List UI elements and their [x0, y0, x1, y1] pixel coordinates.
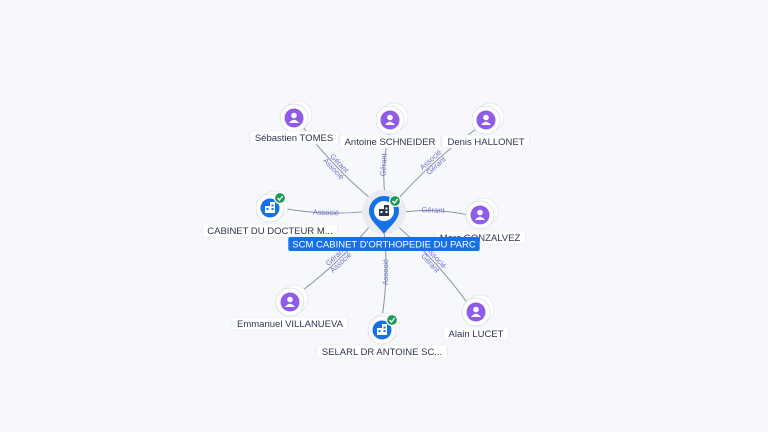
- building-icon: [265, 202, 275, 213]
- building-icon: [377, 324, 387, 335]
- person-node-n8[interactable]: Alain LUCET: [443, 294, 509, 341]
- node-label-n8: Alain LUCET: [443, 326, 509, 341]
- edge-line: [394, 223, 467, 302]
- person-node-n1[interactable]: Sébastien TOMES: [249, 100, 339, 145]
- person-node-n3[interactable]: Denis HALLONET: [442, 102, 530, 149]
- edge-n4: Associé: [283, 207, 370, 217]
- company-node-n7[interactable]: SELARL DR ANTOINE SC...: [316, 312, 448, 359]
- node-label-text: Antoine SCHNEIDER: [345, 137, 436, 148]
- node-label-n2: Antoine SCHNEIDER: [339, 134, 441, 149]
- node-label-text: Denis HALLONET: [447, 137, 524, 148]
- nodes-layer: Sébastien TOMES Antoine SCHNEIDER Denis HA…: [201, 100, 530, 359]
- edge-line: [283, 207, 369, 214]
- node-label-text: CABINET DU DOCTEUR M...: [207, 226, 332, 237]
- person-node-n2[interactable]: Antoine SCHNEIDER: [339, 102, 441, 149]
- edge-line: [399, 209, 467, 216]
- edge-line: [381, 227, 387, 317]
- check-badge-icon: [388, 194, 402, 208]
- node-label-text: SELARL DR ANTOINE SC...: [322, 347, 442, 358]
- check-badge-icon: [385, 313, 399, 327]
- node-label-text: Sébastien TOMES: [255, 133, 333, 144]
- edge-role-label: Associé: [313, 207, 340, 217]
- node-label-n3: Denis HALLONET: [442, 134, 530, 149]
- edge-role-label: Gérant: [378, 152, 389, 176]
- node-label-text: Marc GONZALVEZ: [440, 233, 521, 244]
- center-label[interactable]: SCM CABINET D'ORTHOPEDIE DU PARC: [288, 237, 480, 251]
- edge-role-label: Gérant: [422, 205, 446, 215]
- node-label-text: Emmanuel VILLANUEVA: [237, 319, 344, 330]
- node-label-text: Alain LUCET: [449, 329, 504, 340]
- node-label-n4: CABINET DU DOCTEUR M...: [201, 223, 339, 238]
- person-node-n6[interactable]: Emmanuel VILLANUEVA: [231, 284, 349, 331]
- edge-n5: Gérant: [398, 205, 467, 216]
- edge-role-label: Associé: [381, 259, 390, 285]
- building-icon: [379, 205, 389, 216]
- node-label-n6: Emmanuel VILLANUEVA: [231, 316, 349, 331]
- node-label-n1: Sébastien TOMES: [249, 130, 339, 145]
- center-node[interactable]: SCM CABINET D'ORTHOPEDIE DU PARC: [288, 190, 480, 251]
- check-badge-icon: [273, 191, 287, 205]
- company-node-n4[interactable]: CABINET DU DOCTEUR M...: [201, 190, 339, 238]
- edge-line: [299, 222, 373, 293]
- center-label-text: SCM CABINET D'ORTHOPEDIE DU PARC: [292, 240, 476, 251]
- node-label-n7: SELARL DR ANTOINE SC...: [316, 344, 448, 359]
